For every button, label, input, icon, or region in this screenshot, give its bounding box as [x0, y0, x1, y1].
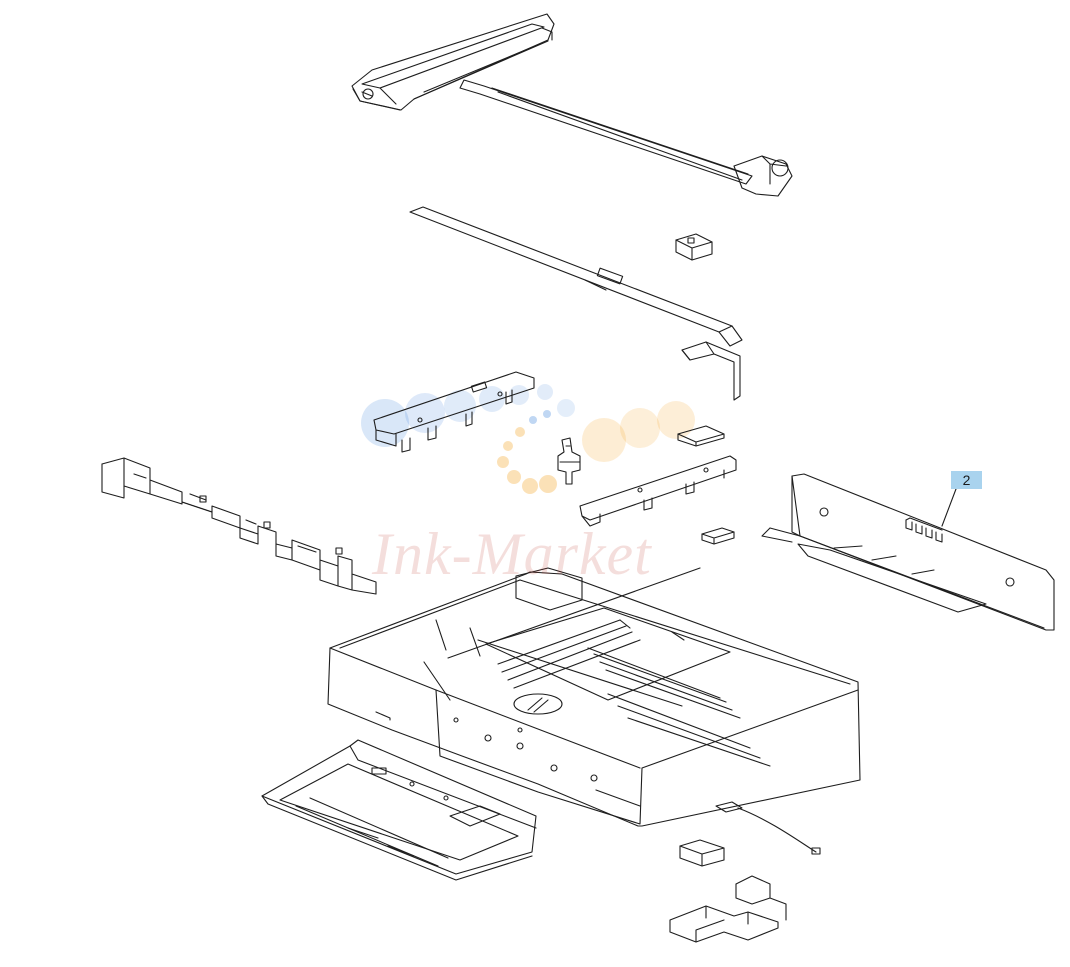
sensor-lever: [557, 437, 581, 485]
connector-block: [675, 233, 713, 261]
right-side-cover: [761, 473, 1055, 631]
watermark-text: Ink-Market: [372, 521, 652, 587]
front-tray-cover: [261, 739, 537, 881]
sensor-pad: [677, 425, 725, 447]
sensor-board-cable: [715, 801, 821, 855]
upper-left-metal-bracket: [373, 371, 535, 453]
watermark-logo: [361, 384, 695, 494]
rubber-block: [679, 839, 725, 867]
small-pad-block: [701, 527, 735, 545]
callout-leader: [941, 488, 957, 527]
cable-bracket: [681, 341, 741, 401]
main-tray-base: [327, 567, 861, 827]
bottom-bracket: [669, 875, 787, 943]
flat-flex-cable: [409, 206, 743, 347]
center-metal-bracket: [579, 455, 737, 527]
callout-label-2: 2: [951, 471, 982, 489]
scanner-carriage-assembly: [351, 13, 793, 197]
left-side-rail: [101, 457, 377, 595]
